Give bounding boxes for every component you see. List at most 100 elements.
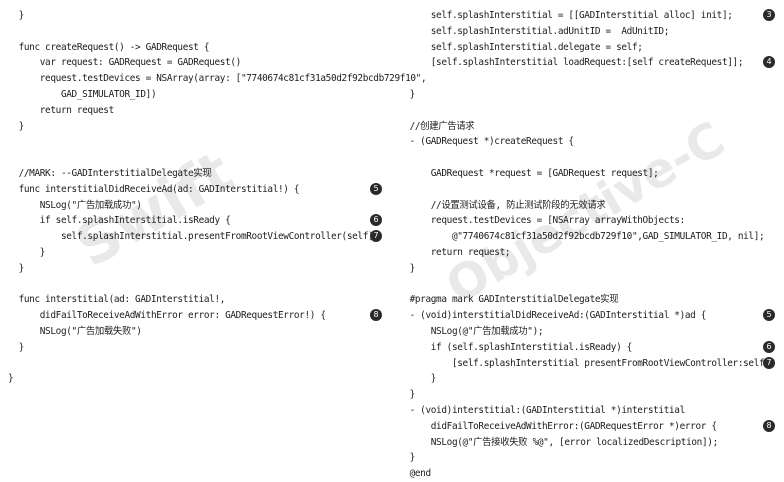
code-text: } (399, 389, 416, 401)
code-text: if self.splashInterstitial.isReady { (8, 215, 231, 227)
code-text: NSLog(@"广告加载成功"); (399, 325, 544, 337)
code-text: } (8, 262, 25, 274)
code-line: } (399, 371, 779, 387)
code-line: return request (8, 103, 388, 119)
code-line: self.splashInterstitial.adUnitID = AdUni… (399, 24, 779, 40)
step-marker: 8 (370, 309, 382, 322)
code-line (399, 182, 779, 198)
code-line: - (GADRequest *)createRequest { (399, 134, 779, 150)
step-marker: 5 (763, 309, 775, 322)
code-line: NSLog(@"广告加载成功"); (399, 324, 779, 340)
step-marker: 6 (370, 214, 382, 227)
code-text: @end (399, 468, 432, 480)
code-line (8, 24, 388, 40)
code-line: func interstitialDidReceiveAd(ad: GADInt… (8, 182, 388, 198)
code-text: } (399, 373, 437, 385)
code-line: } (8, 340, 388, 356)
code-line: [self.splashInterstitial presentFromRoot… (399, 356, 779, 372)
code-line (8, 150, 388, 166)
step-marker: 7 (370, 230, 382, 243)
code-text: - (void)interstitial:(GADInterstitial *)… (399, 404, 686, 416)
code-line: @"7740674c81cf31a50d2f92bcdb729f10",GAD_… (399, 229, 779, 245)
code-text: if (self.splashInterstitial.isReady) { (399, 341, 633, 353)
code-line: NSLog("广告加载成功") (8, 198, 388, 214)
code-line (399, 71, 779, 87)
code-text: - (GADRequest *)createRequest { (399, 136, 574, 148)
code-text: self.splashInterstitial = [[GADInterstit… (399, 10, 733, 21)
step-marker: 8 (763, 419, 775, 432)
code-text: self.splashInterstitial.adUnitID = AdUni… (399, 25, 670, 37)
code-line: didFailToReceiveAdWithError:(GADRequestE… (399, 419, 779, 435)
code-line: GADRequest *request = [GADRequest reques… (399, 166, 779, 182)
code-text: NSLog("广告加载失败") (8, 325, 142, 337)
code-text: NSLog(@"广告接收失败 %@", [error localizedDesc… (399, 436, 718, 448)
code-line (399, 103, 779, 119)
code-line (399, 277, 779, 293)
code-text: } (399, 262, 416, 274)
code-text: #pragma mark GADInterstitialDelegate实现 (399, 294, 619, 306)
objective-c-code-column: self.splashInterstitial = [[GADInterstit… (399, 8, 779, 482)
code-line: [self.splashInterstitial loadRequest:[se… (399, 55, 779, 71)
code-line: func createRequest() -> GADRequest { (8, 40, 388, 56)
code-line: } (399, 450, 779, 466)
code-text: request.testDevices = [NSArray arrayWith… (399, 215, 685, 227)
code-text: } (8, 120, 25, 132)
code-line: } (399, 387, 779, 403)
code-text: return request; (399, 246, 511, 258)
code-text: func createRequest() -> GADRequest { (8, 41, 210, 53)
code-line: #pragma mark GADInterstitialDelegate实现 (399, 292, 779, 308)
code-line (8, 356, 388, 372)
swift-code-column: } func createRequest() -> GADRequest { v… (8, 8, 427, 387)
step-marker: 4 (763, 56, 775, 69)
code-line: NSLog("广告加载失败") (8, 324, 388, 340)
code-line: NSLog(@"广告接收失败 %@", [error localizedDesc… (399, 435, 779, 451)
code-line: - (void)interstitial:(GADInterstitial *)… (399, 403, 779, 419)
code-text: didFailToReceiveAdWithError:(GADRequestE… (399, 420, 717, 432)
code-text: } (8, 246, 46, 258)
code-line: } (8, 261, 388, 277)
code-text: request.testDevices = NSArray(array: ["7… (8, 73, 427, 85)
code-text: //MARK: --GADInterstitialDelegate实现 (8, 167, 212, 179)
step-marker: 3 (763, 9, 775, 21)
code-line: } (8, 371, 388, 387)
code-text: } (8, 373, 14, 385)
code-text: } (399, 88, 416, 100)
code-line: self.splashInterstitial.presentFromRootV… (8, 229, 388, 245)
code-text: [self.splashInterstitial loadRequest:[se… (399, 57, 744, 69)
code-line: //MARK: --GADInterstitialDelegate实现 (8, 166, 388, 182)
code-listing-page: Swift Objective-C } func createRequest()… (8, 8, 775, 479)
code-text: NSLog("广告加载成功") (8, 199, 142, 211)
code-line (399, 150, 779, 166)
code-line: //创建广告请求 (399, 119, 779, 135)
code-line: if self.splashInterstitial.isReady { 6 (8, 213, 388, 229)
code-text: //创建广告请求 (399, 120, 475, 132)
code-line: - (void)interstitialDidReceiveAd:(GADInt… (399, 308, 779, 324)
code-text: var request: GADRequest = GADRequest() (8, 57, 242, 69)
code-line: request.testDevices = [NSArray arrayWith… (399, 213, 779, 229)
code-line: //设置测试设备, 防止测试阶段的无效请求 (399, 198, 779, 214)
code-text: } (8, 341, 25, 353)
code-text: } (8, 10, 25, 21)
code-line: self.splashInterstitial = [[GADInterstit… (399, 8, 779, 24)
code-line: } (399, 261, 779, 277)
code-text: self.splashInterstitial.presentFromRootV… (8, 231, 374, 243)
code-line: } (399, 87, 779, 103)
code-text: func interstitialDidReceiveAd(ad: GADInt… (8, 183, 300, 195)
step-marker: 7 (763, 356, 775, 369)
code-text: @"7740674c81cf31a50d2f92bcdb729f10",GAD_… (399, 231, 765, 243)
code-text: func interstitial(ad: GADInterstitial!, (8, 294, 226, 306)
code-line: request.testDevices = NSArray(array: ["7… (8, 71, 427, 87)
code-line: } (8, 8, 388, 24)
code-line: didFailToReceiveAdWithError error: GADRe… (8, 308, 388, 324)
code-line: return request; (399, 245, 779, 261)
code-text: //设置测试设备, 防止测试阶段的无效请求 (399, 199, 606, 211)
code-text: self.splashInterstitial.delegate = self; (399, 41, 643, 53)
code-text: GAD_SIMULATOR_ID]) (8, 88, 157, 100)
code-text: } (399, 452, 416, 464)
code-line: var request: GADRequest = GADRequest() (8, 55, 388, 71)
code-line: self.splashInterstitial.delegate = self; (399, 40, 779, 56)
code-text: GADRequest *request = [GADRequest reques… (399, 167, 659, 179)
code-line: func interstitial(ad: GADInterstitial!, (8, 292, 388, 308)
code-line (8, 134, 388, 150)
code-line: GAD_SIMULATOR_ID]) (8, 87, 388, 103)
